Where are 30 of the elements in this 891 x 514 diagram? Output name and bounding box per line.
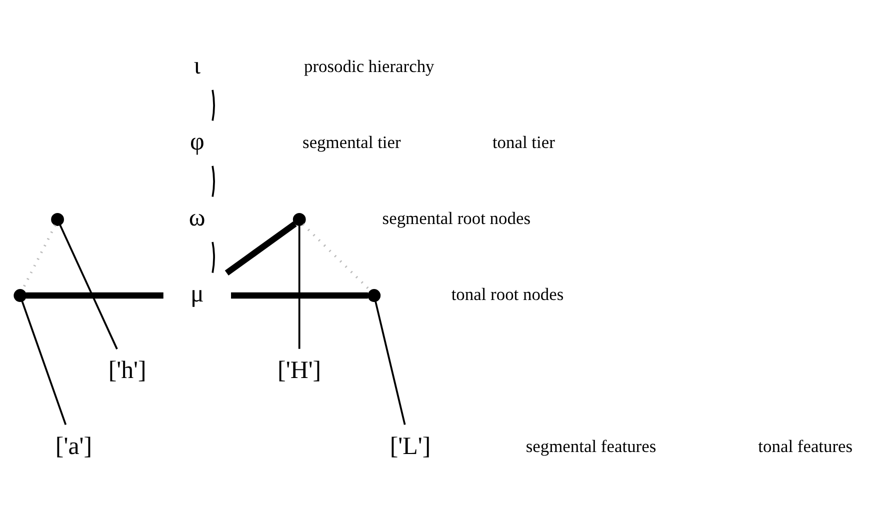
node-circle	[367, 288, 380, 302]
connector	[302, 222, 371, 291]
node-text: φ	[189, 128, 204, 156]
connector	[298, 225, 300, 348]
node-text: μ	[190, 280, 204, 308]
connector	[211, 89, 214, 120]
connector	[224, 220, 296, 276]
node-circle	[50, 212, 64, 226]
node-circle	[13, 288, 26, 302]
node-text: ['H']	[277, 356, 321, 384]
connector	[230, 292, 368, 298]
connector	[211, 165, 214, 196]
node-text: ω	[188, 204, 205, 232]
connector	[211, 241, 214, 272]
label: segmental features	[525, 436, 656, 456]
label: segmental root nodes	[382, 208, 530, 228]
node-text: ['a']	[54, 432, 92, 460]
node-circle	[292, 212, 306, 226]
node-text: ['L']	[389, 432, 430, 460]
connector	[58, 224, 118, 349]
connector	[374, 300, 406, 424]
label: tonal tier	[492, 132, 554, 152]
label: prosodic hierarchy	[304, 56, 434, 76]
connector	[26, 292, 163, 298]
label: segmental tier	[302, 132, 400, 152]
node-text: ['h']	[108, 356, 146, 384]
connector	[20, 300, 66, 424]
label: tonal root nodes	[450, 284, 564, 304]
node-text: ι	[193, 52, 200, 80]
label: tonal features	[758, 436, 852, 456]
